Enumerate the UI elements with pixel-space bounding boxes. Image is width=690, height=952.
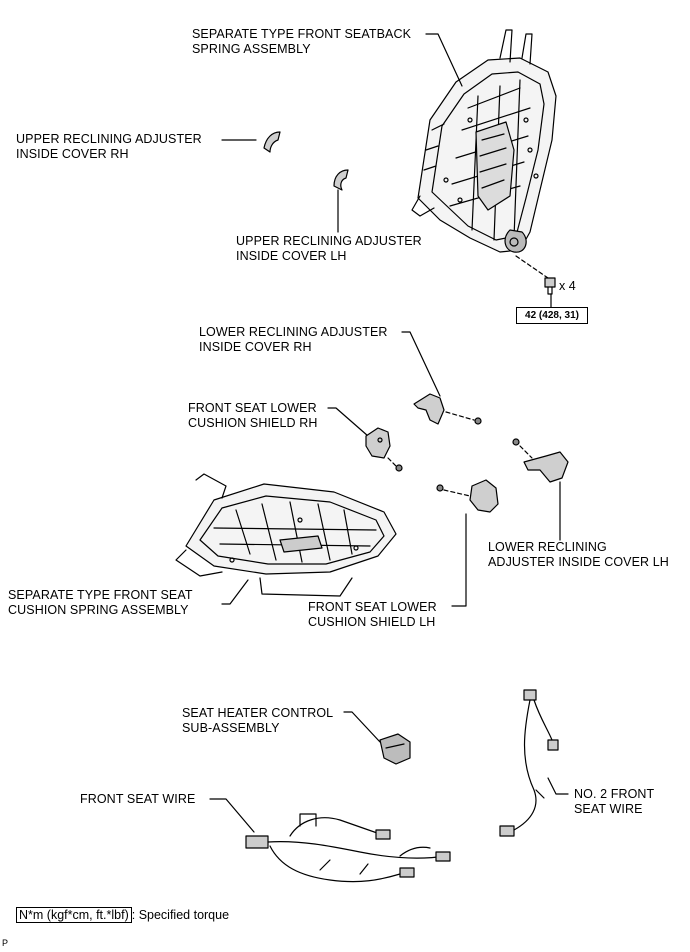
lower-shield-rh-drawing [365,427,391,459]
lower-cover-rh-drawing [413,393,445,425]
lower-cover-lh-drawing [523,451,569,483]
upper-cover-lh-drawing [333,169,349,191]
front-seat-wire-label: FRONT SEAT WIRE [80,792,196,806]
lower-shield-lh-label: FRONT SEAT LOWER CUSHION SHIELD LH [308,600,437,629]
cushion-frame-drawing [175,473,397,597]
seatback-frame-drawing [411,29,557,253]
front-seat-wire-drawing [245,813,451,883]
bolt-drawing [544,277,556,295]
no2-front-wire-drawing [499,689,559,837]
lower-cover-lh-label: LOWER RECLINING ADJUSTER INSIDE COVER LH [488,540,669,569]
legend-description: : Specified torque [131,908,230,922]
lower-shield-rh-label: FRONT SEAT LOWER CUSHION SHIELD RH [188,401,318,430]
upper-cover-rh-label: UPPER RECLINING ADJUSTER INSIDE COVER RH [16,132,202,161]
upper-cover-rh-drawing [263,131,281,153]
legend-unit-box: N*m (kgf*cm, ft.*lbf) [16,907,132,923]
lower-shield-lh-drawing [469,479,499,513]
no2-front-wire-label: NO. 2 FRONT SEAT WIRE [574,787,655,816]
bolt-quantity: x 4 [559,279,576,293]
cushion-spring-label: SEPARATE TYPE FRONT SEAT CUSHION SPRING … [8,588,193,617]
torque-legend: N*m (kgf*cm, ft.*lbf): Specified torque [16,907,230,923]
seatback-spring-label: SEPARATE TYPE FRONT SEATBACK SPRING ASSE… [192,27,412,56]
torque-spec-box: 42 (428, 31) [516,307,588,324]
lower-cover-rh-label: LOWER RECLINING ADJUSTER INSIDE COVER RH [199,325,388,354]
heater-control-label: SEAT HEATER CONTROL SUB-ASSEMBLY [182,706,334,735]
figure-code: P [2,938,9,948]
upper-cover-lh-label: UPPER RECLINING ADJUSTER INSIDE COVER LH [236,234,422,263]
heater-control-drawing [379,733,411,765]
